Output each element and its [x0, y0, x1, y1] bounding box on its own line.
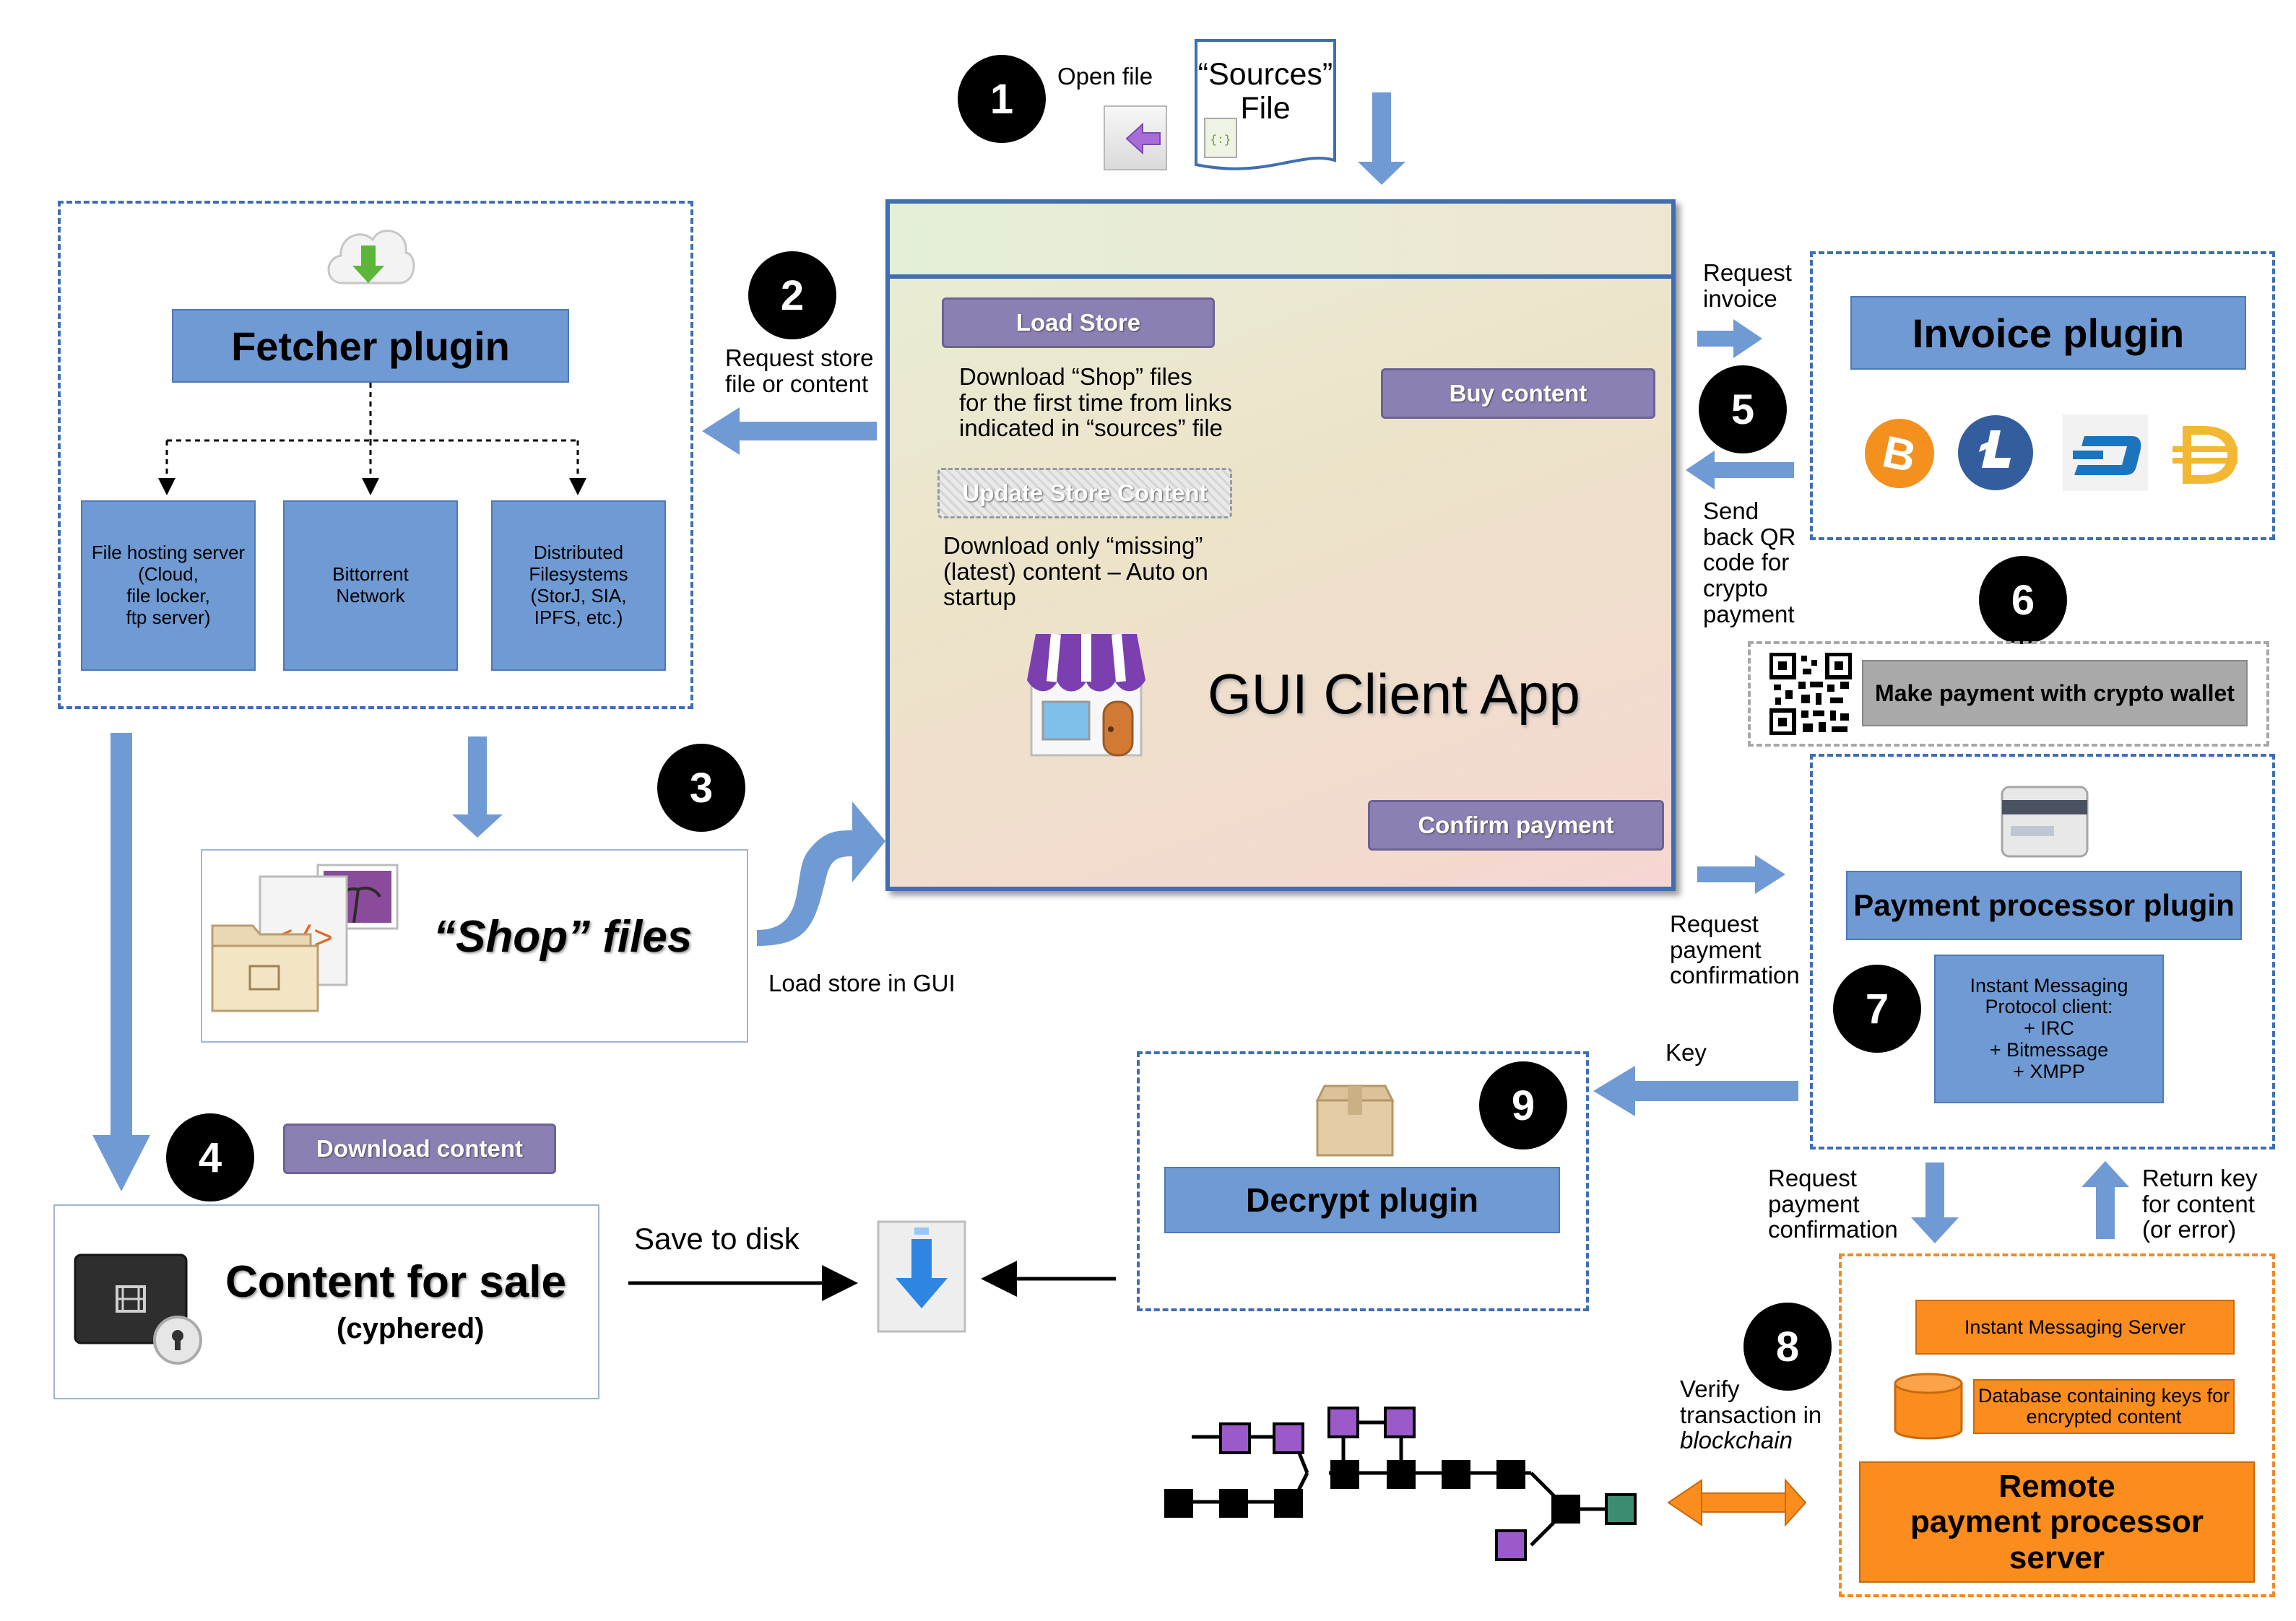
step-3-badge: 3: [657, 744, 745, 832]
arrow-request-confirm: [1697, 855, 1785, 894]
dai-icon: [2167, 419, 2240, 491]
fetcher-plugin-title: Fetcher plugin: [172, 309, 569, 383]
dash-icon: [2063, 414, 2148, 491]
request-invoice-label: Request invoice: [1703, 259, 1792, 312]
qr-code-icon: [1769, 652, 1853, 736]
credit-card-icon: [1999, 784, 2090, 859]
arrow-verify-blockchain: [1667, 1478, 1807, 1527]
load-store-description: Download “Shop” files for the first time…: [959, 363, 1232, 442]
arrow-send-qr: [1686, 451, 1794, 490]
send-back-qr-label: Send back QR code for crypto payment: [1703, 497, 1796, 627]
locked-video-icon: [72, 1251, 207, 1368]
shop-files-icon: </>: [209, 861, 404, 1020]
decrypt-plugin-panel: [1137, 1051, 1589, 1311]
payment-processor-title: Payment processor plugin: [1846, 871, 2242, 940]
key-label: Key: [1665, 1039, 1707, 1066]
request-payment-confirmation-label: Request payment confirmation: [1670, 911, 1800, 989]
cloud-download-icon: [321, 211, 416, 292]
store-icon: [1021, 630, 1151, 760]
fetcher-plugin-panel: [58, 201, 693, 709]
request-down-label: Request payment confirmation: [1768, 1165, 1898, 1243]
block: [1164, 1489, 1193, 1518]
step-5-badge: 5: [1699, 365, 1787, 453]
database-box: Database containing keys for encrypted c…: [1973, 1379, 2235, 1434]
open-file-icon: [1104, 105, 1167, 170]
return-key-label: Return key for content (or error): [2142, 1165, 2258, 1243]
download-content-button[interactable]: Download content: [283, 1124, 556, 1174]
update-store-description: Download only “missing” (latest) content…: [943, 532, 1208, 611]
im-server-box: Instant Messaging Server: [1915, 1300, 2235, 1355]
load-store-in-gui-label: Load store in GUI: [768, 970, 956, 996]
step-4-badge: 4: [166, 1113, 254, 1201]
step-6-badge: 6: [1979, 556, 2067, 644]
verify-transaction-text: Verify transaction in: [1680, 1376, 1822, 1428]
verify-transaction-label: Verify transaction in blockchain: [1680, 1376, 1821, 1453]
database-icon: [1892, 1372, 1964, 1443]
wallet-panel: [1748, 641, 2269, 747]
content-for-sale-subtitle: (cyphered): [337, 1313, 485, 1344]
arrow-return-up: [2081, 1161, 2129, 1239]
update-store-button[interactable]: Update Store Content: [937, 468, 1232, 518]
invoice-plugin-title: Invoice plugin: [1850, 296, 2246, 370]
source-bittorrent: Bittorrent Network: [283, 500, 458, 671]
buy-content-button[interactable]: Buy content: [1381, 368, 1655, 419]
arrow-gui-to-fetcher: [702, 407, 877, 455]
step-2-badge: 2: [748, 251, 836, 339]
arrow-key: [1593, 1066, 1798, 1116]
gui-client-title: GUI Client App: [1208, 662, 1580, 726]
sources-file-label: “Sources” File: [1197, 57, 1333, 126]
arrow-shop-to-gui: [757, 801, 885, 946]
open-file-label: Open file: [1057, 63, 1153, 90]
arrow-request-down: [1911, 1162, 1959, 1243]
bitcoin-icon: B: [1863, 417, 1936, 490]
litecoin-icon: [1957, 414, 2034, 491]
remote-server-panel: [1839, 1253, 2275, 1597]
sources-file-icon: {:}: [1193, 38, 1338, 176]
confirm-payment-button[interactable]: Confirm payment: [1368, 800, 1664, 851]
blockchain-graphic: [1156, 1394, 1647, 1571]
package-icon: [1312, 1083, 1398, 1158]
arrow-fetcher-to-content: [92, 733, 150, 1191]
step-1-badge: 1: [958, 55, 1046, 143]
request-store-label: Request store file or content: [725, 344, 874, 397]
decrypt-plugin-title: Decrypt plugin: [1164, 1167, 1560, 1233]
arrow-request-invoice: [1697, 319, 1762, 358]
payment-processor-panel: [1810, 754, 2275, 1150]
im-client-box: Instant Messaging Protocol client: + IRC…: [1934, 955, 2164, 1103]
step-7-badge: 7: [1833, 965, 1921, 1053]
gui-title-bar: [890, 204, 1671, 279]
download-disk-icon: [877, 1220, 966, 1333]
save-to-disk-label: Save to disk: [634, 1222, 800, 1256]
source-distributed-fs: Distributed Filesystems (StorJ, SIA, IPF…: [491, 500, 666, 671]
load-store-button[interactable]: Load Store: [942, 297, 1215, 348]
invoice-plugin-panel: [1810, 251, 2275, 540]
blockchain-word: blockchain: [1680, 1427, 1793, 1454]
arrow-sources-to-gui: [1358, 92, 1405, 185]
arrow-fetcher-to-shop: [452, 736, 503, 838]
step-8-badge: 8: [1743, 1303, 1832, 1391]
remote-server-title: Remote payment processor server: [1859, 1461, 2255, 1583]
source-file-hosting: File hosting server (Cloud, file locker,…: [81, 500, 256, 671]
step-9-badge: 9: [1479, 1061, 1567, 1150]
content-for-sale-title: Content for sale: [225, 1257, 566, 1307]
make-payment-button[interactable]: Make payment with crypto wallet: [1862, 660, 2248, 726]
svg-text:{:}: {:}: [1210, 134, 1231, 147]
shop-files-title: “Shop” files: [433, 912, 693, 962]
